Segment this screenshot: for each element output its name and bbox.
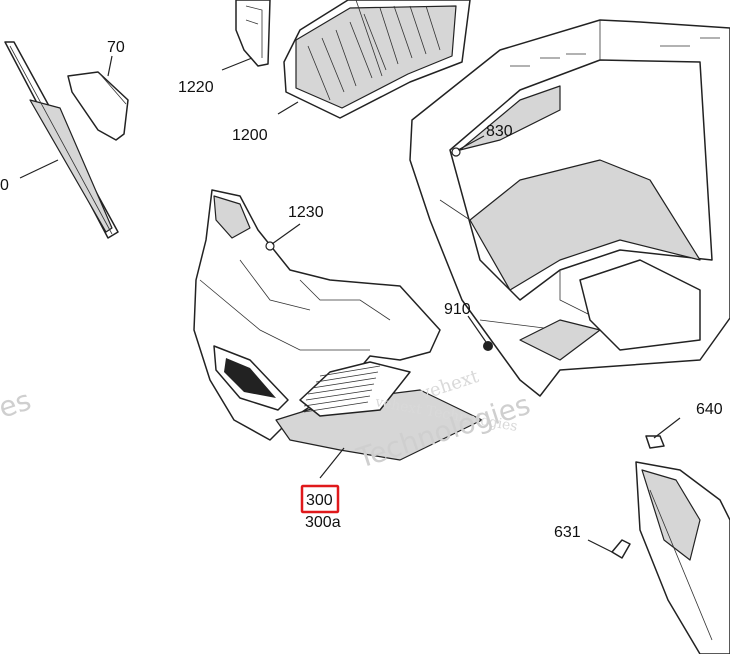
part-70-cover [67, 71, 129, 141]
part-640-bracket [645, 435, 665, 449]
part-300-assembly [193, 189, 483, 461]
leader-lines [19, 55, 681, 553]
highlight-box-300 [300, 484, 340, 514]
callout-70: 70 [107, 39, 125, 56]
part-1220-bracket [235, 0, 271, 67]
callout-631: 631 [554, 524, 581, 541]
callout-1230: 1230 [288, 204, 324, 221]
callout-910: 910 [444, 301, 471, 318]
body-frame [409, 19, 730, 397]
part-1200-grille [283, 0, 471, 119]
callout-0: 0 [0, 177, 9, 194]
watermark-edge-fragment: es [0, 383, 35, 424]
lower-right-panel [635, 461, 730, 654]
callout-300: 300 [306, 492, 333, 509]
callout-300a: 300a [305, 514, 341, 531]
callout-830: 830 [486, 123, 513, 140]
callout-640: 640 [696, 401, 723, 418]
watermark-line1: vehext [416, 366, 482, 405]
part-0-panel [4, 41, 119, 239]
callout-1220: 1220 [178, 79, 214, 96]
fastener-910 [483, 341, 493, 351]
fastener-631 [611, 539, 631, 559]
callout-1200: 1200 [232, 127, 268, 144]
